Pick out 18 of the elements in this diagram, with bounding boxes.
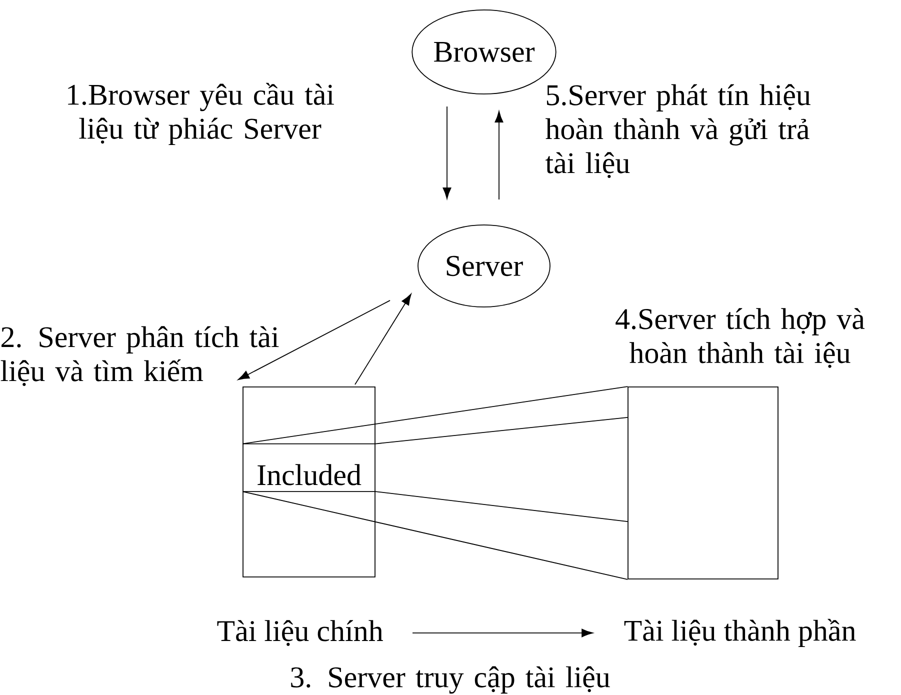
arrow — [238, 300, 390, 380]
arrow — [494, 111, 504, 200]
connector-line — [375, 416, 628, 444]
step-note: 2. Server phân tích tài liệu và tìm kiếm — [0, 326, 279, 386]
document-box: Included — [242, 386, 376, 578]
arrow — [442, 106, 452, 199]
step-note: 1.Browser yêu cầu tài liệu từ phiác Server — [68, 82, 334, 146]
connector-line — [242, 386, 628, 444]
arrow — [412, 628, 594, 638]
document-label: Tài liệu thành phần — [624, 618, 856, 648]
connector-line — [375, 491, 628, 522]
connector-line — [242, 491, 628, 580]
ellipse-node: Server — [418, 224, 550, 308]
arrow — [354, 294, 412, 385]
document-box — [628, 386, 778, 580]
step-note: 4.Server tích hợp và hoàn thành tài iệu — [616, 308, 865, 368]
document-label: Tài liệu chính — [217, 620, 383, 646]
step-note: 3. Server truy cập tài liệu — [291, 666, 610, 694]
